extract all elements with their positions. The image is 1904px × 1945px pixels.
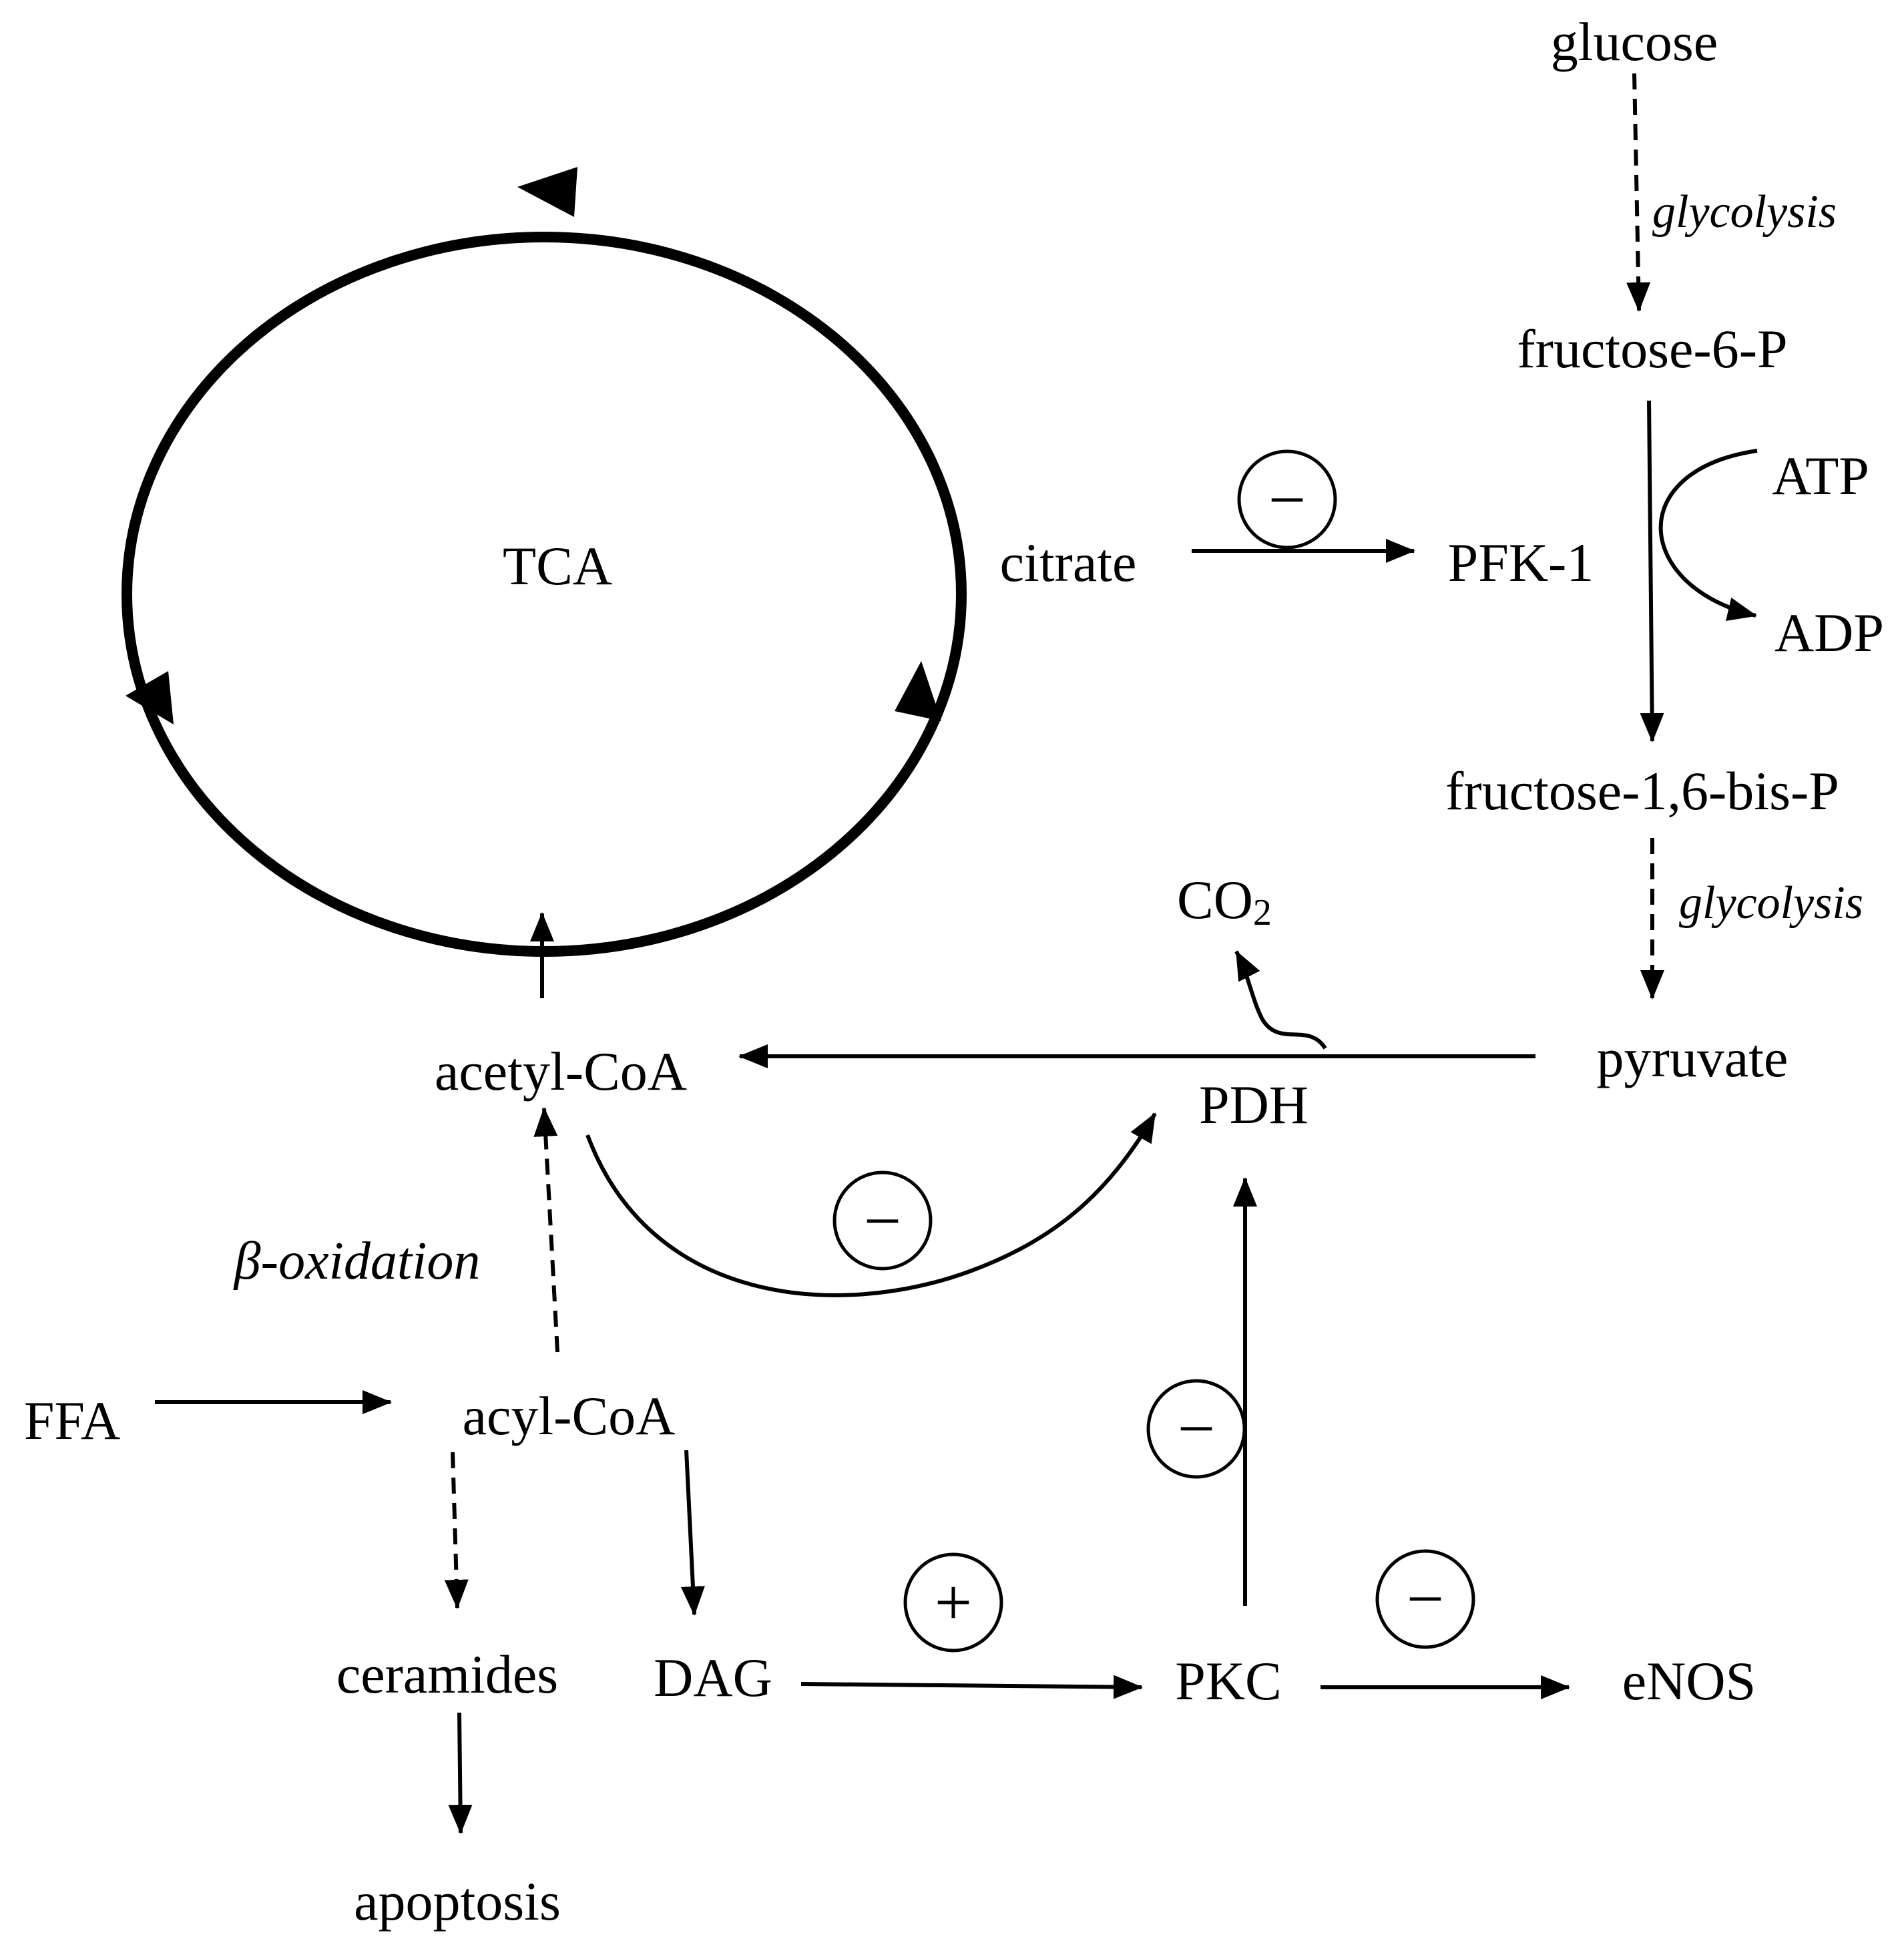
fatty-acid-pathway: FFA acyl-CoA β-oxidation ceramides apopt… — [24, 1107, 772, 1932]
node-fructose-6-p: fructose-6-P — [1517, 318, 1787, 379]
glycolysis-pathway: glucose glycolysis fructose-6-P ATP ADP … — [1445, 11, 1884, 1000]
arrow-acylcoa-to-acetylcoa — [533, 1107, 559, 1353]
inhibit-sign-acetylcoa-pdh: − — [864, 1184, 901, 1258]
arrow-f6p-to-f16bp — [1640, 400, 1664, 742]
node-pfk1: PFK-1 — [1448, 532, 1594, 593]
node-glucose: glucose — [1551, 11, 1718, 72]
activate-circle-dag-pkc — [903, 1552, 1003, 1653]
node-pyruvate: pyruvate — [1597, 1028, 1789, 1088]
node-ceramides: ceramides — [336, 1644, 558, 1705]
arrow-acylcoa-to-dag — [680, 1450, 705, 1616]
node-co2: CO2 — [1177, 869, 1272, 933]
co2-base: CO — [1177, 869, 1253, 930]
node-atp: ATP — [1772, 445, 1869, 506]
arrow-atp-to-adp — [1658, 449, 1758, 621]
inhibit-circle-acetylcoa-pdh — [832, 1170, 933, 1271]
node-dag: DAG — [654, 1647, 772, 1708]
inhibit-sign-pkc-enos: − — [1407, 1562, 1444, 1636]
node-pdh: PDH — [1199, 1074, 1308, 1135]
inhibit-sign-pkc-pdh: − — [1178, 1391, 1215, 1466]
inhibit-circle-pkc-enos — [1375, 1549, 1475, 1649]
inhibit-circle-citrate-pfk1 — [1237, 449, 1337, 550]
node-enos: eNOS — [1622, 1651, 1756, 1711]
node-citrate: citrate — [1000, 532, 1137, 593]
pdh-reaction: CO2 pyruvate PDH acetyl-CoA − — [435, 869, 1789, 1297]
arrow-ceramides-to-apoptosis — [448, 1712, 473, 1834]
inhibit-sign-citrate-pfk1: − — [1268, 463, 1306, 537]
node-acetyl-coa: acetyl-CoA — [435, 1041, 687, 1102]
node-fructose-1-6-bis-p: fructose-1,6-bis-P — [1445, 761, 1839, 821]
inhibit-circle-pkc-pdh — [1146, 1379, 1246, 1479]
activate-sign-dag-pkc: + — [935, 1565, 972, 1639]
tca-cycle: TCA — [122, 167, 967, 957]
co2-subscript: 2 — [1253, 892, 1272, 933]
label-glycolysis-1: glycolysis — [1652, 186, 1837, 238]
citrate-pfk1: citrate − PFK-1 — [1000, 449, 1594, 593]
node-adp: ADP — [1774, 602, 1884, 663]
label-glycolysis-2: glycolysis — [1679, 877, 1863, 929]
tca-arrowhead-right — [895, 661, 941, 721]
arrow-acetylcoa-inhibits-pdh — [585, 1112, 1157, 1297]
tca-arrowhead-top — [517, 167, 577, 217]
node-apoptosis: apoptosis — [354, 1871, 561, 1932]
node-ffa: FFA — [24, 1390, 120, 1451]
arrow-acylcoa-to-ceramides — [444, 1452, 469, 1609]
label-beta-oxidation: β-oxidation — [233, 1232, 481, 1291]
node-tca: TCA — [503, 535, 612, 596]
node-pkc: PKC — [1175, 1651, 1282, 1711]
arrow-dag-to-pkc — [800, 1675, 1143, 1699]
arrow-glucose-to-f6p — [1626, 73, 1651, 312]
pkc-signaling: + PKC − − eNOS — [800, 1177, 1756, 1711]
node-acyl-coa: acyl-CoA — [463, 1385, 676, 1446]
arrow-pdh-to-co2 — [1234, 950, 1327, 1050]
tca-arrowhead-left — [126, 671, 174, 724]
